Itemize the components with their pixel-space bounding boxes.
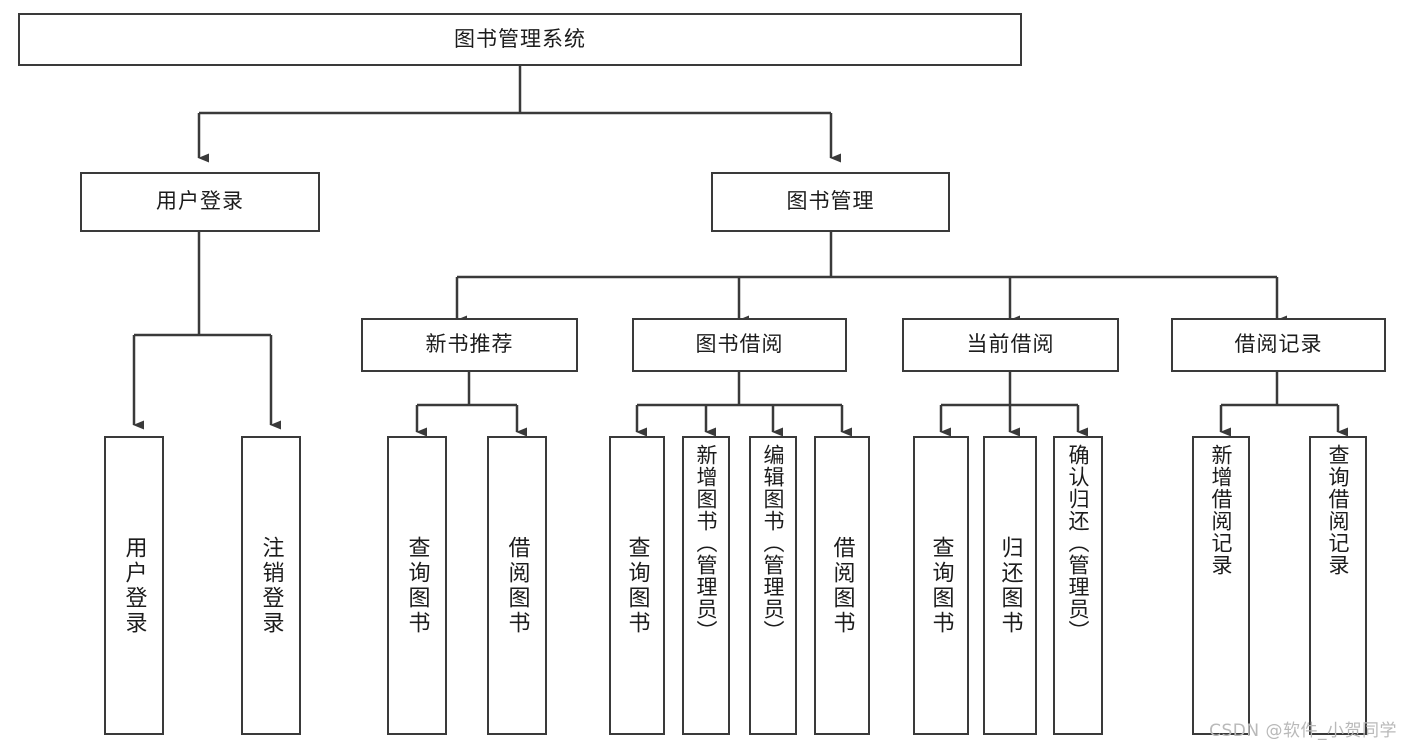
- node-label: 借阅记录: [1234, 332, 1323, 357]
- node-label: 新增借阅记录: [1209, 444, 1234, 576]
- node-label: 用户登录: [156, 189, 244, 214]
- watermark: CSDN @软件_小贺同学: [1209, 721, 1397, 741]
- node-label: 确认归还（管理员）: [1066, 444, 1091, 642]
- node-label: 注销登录: [258, 535, 284, 636]
- node-root-book-management-system[interactable]: 图书管理系统: [18, 13, 1022, 66]
- node-label: 查询图书: [928, 535, 954, 636]
- node-leaf-edit-book-admin[interactable]: 编辑图书（管理员）: [749, 436, 797, 735]
- node-leaf-user-logout[interactable]: 注销登录: [241, 436, 301, 735]
- node-user-login[interactable]: 用户登录: [80, 172, 320, 232]
- connector-bookborrow-to-leaves: [635, 372, 852, 437]
- node-label: 图书借阅: [695, 332, 784, 357]
- node-leaf-query-book-borrow[interactable]: 查询图书: [609, 436, 665, 735]
- node-label: 用户登录: [121, 535, 147, 636]
- connector-newbook-to-leaves: [415, 372, 527, 437]
- node-label: 借阅图书: [829, 535, 855, 636]
- node-label: 新增图书（管理员）: [694, 444, 719, 642]
- node-leaf-query-borrow-record[interactable]: 查询借阅记录: [1309, 436, 1367, 735]
- node-leaf-confirm-return-admin[interactable]: 确认归还（管理员）: [1053, 436, 1103, 735]
- node-label: 图书管理: [786, 189, 875, 214]
- node-new-book-recommend[interactable]: 新书推荐: [361, 318, 578, 372]
- connector-root-to-level2: [197, 66, 841, 163]
- connector-userlogin-to-leaves: [132, 232, 281, 430]
- node-label: 当前借阅: [966, 332, 1055, 357]
- node-label: 编辑图书（管理员）: [761, 444, 786, 642]
- node-book-management[interactable]: 图书管理: [711, 172, 950, 232]
- connector-borrowrecord-to-leaves: [1219, 372, 1348, 437]
- node-label: 查询借阅记录: [1326, 444, 1351, 576]
- node-leaf-query-book-current[interactable]: 查询图书: [913, 436, 969, 735]
- node-leaf-return-book[interactable]: 归还图书: [983, 436, 1037, 735]
- node-current-borrow[interactable]: 当前借阅: [902, 318, 1119, 372]
- node-leaf-user-login[interactable]: 用户登录: [104, 436, 164, 735]
- node-book-borrow[interactable]: 图书借阅: [632, 318, 847, 372]
- node-label: 借阅图书: [504, 535, 530, 636]
- node-leaf-borrow-book-borrow[interactable]: 借阅图书: [814, 436, 870, 735]
- node-label: 查询图书: [404, 535, 430, 636]
- node-label: 归还图书: [997, 535, 1023, 636]
- node-leaf-borrow-book-recommend[interactable]: 借阅图书: [487, 436, 547, 735]
- node-leaf-add-book-admin[interactable]: 新增图书（管理员）: [682, 436, 730, 735]
- node-label: 新书推荐: [425, 332, 514, 357]
- connector-bookmanage-to-level3: [455, 232, 1287, 325]
- node-leaf-add-borrow-record[interactable]: 新增借阅记录: [1192, 436, 1250, 735]
- node-borrow-record[interactable]: 借阅记录: [1171, 318, 1386, 372]
- node-label: 查询图书: [624, 535, 650, 636]
- node-label: 图书管理系统: [454, 26, 586, 51]
- node-leaf-query-book-recommend[interactable]: 查询图书: [387, 436, 447, 735]
- connector-currentborrow-to-leaves: [939, 372, 1088, 437]
